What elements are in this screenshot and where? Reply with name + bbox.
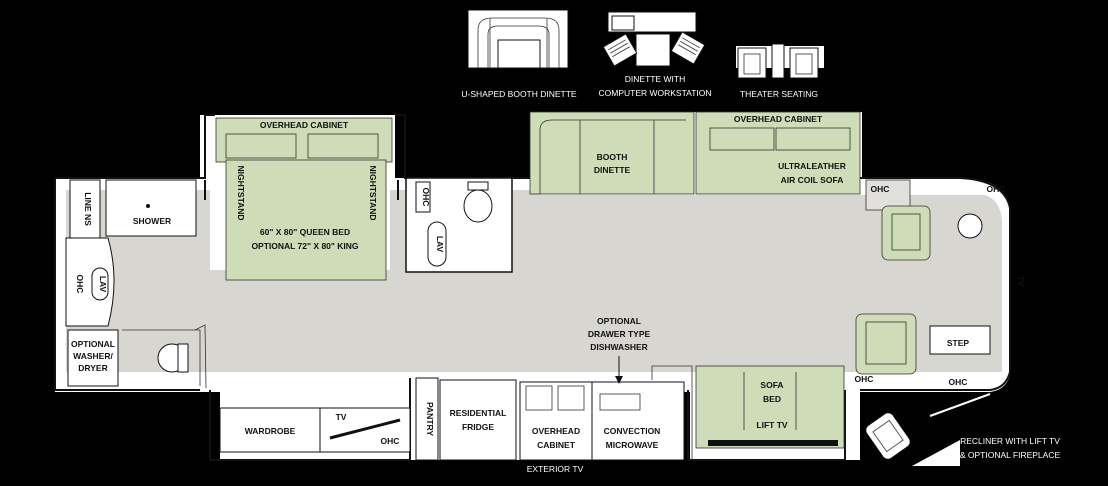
oc-label-1: OVERHEAD	[532, 426, 580, 436]
ohc-bath-label: OHC	[75, 275, 85, 294]
bed-label-1: 60" X 80" QUEEN BED	[260, 227, 350, 237]
option-recliner	[865, 393, 991, 466]
dinette-computer-label-1: DINETTE WITH	[625, 74, 685, 84]
step-label: STEP	[947, 338, 970, 348]
ohc-cockpit-left-label: OHC	[871, 184, 890, 194]
nightstand-right-label: NIGHTSTAND	[368, 165, 378, 220]
sofa-label-1: ULTRALEATHER	[778, 161, 846, 171]
micro-label-1: CONVECTION	[604, 426, 661, 436]
dinette-computer-label-2: COMPUTER WORKSTATION	[598, 88, 711, 98]
ohc-cockpit-bottom-right-label: OHC	[949, 377, 968, 387]
lav-bath-label: LAV	[98, 276, 108, 293]
fridge-label-2: FRIDGE	[462, 422, 494, 432]
bed-label-2: OPTIONAL 72" X 80" KING	[251, 241, 358, 251]
oc-label-2: CABINET	[537, 440, 576, 450]
overhead-cabinet-bed-label: OVERHEAD CABINET	[260, 120, 349, 130]
overhead-cabinet-sofa-label: OVERHEAD CABINET	[734, 114, 823, 124]
sofabed-label-2: BED	[763, 394, 781, 404]
washer-label-1: OPTIONAL	[71, 339, 115, 349]
option-theater	[736, 43, 824, 79]
lav-toilet-label: LAV	[435, 236, 445, 253]
dish-label-1: OPTIONAL	[597, 316, 641, 326]
tv-bed-label: TV	[336, 412, 347, 422]
fridge-label-1: RESIDENTIAL	[450, 408, 507, 418]
booth-label-1: BOOTH	[597, 152, 628, 162]
line-ns-label: LINE NS	[83, 192, 93, 226]
wardrobe-label: WARDROBE	[245, 426, 296, 436]
theater-label: THEATER SEATING	[740, 89, 818, 99]
washer-label-2: WASHER/	[73, 351, 113, 361]
ohc-cockpit-bottom-left-label: OHC	[855, 374, 874, 384]
nightstand-left-label: NIGHTSTAND	[236, 165, 246, 220]
sofabed-label-1: SOFA	[760, 380, 783, 390]
ohc-cockpit-right-label: OHC	[987, 184, 1006, 194]
u-booth-label: U-SHAPED BOOTH DINETTE	[461, 89, 577, 99]
recliner-label-2: & OPTIONAL FIREPLACE	[960, 450, 1061, 460]
ohc-wardrobe-label: OHC	[381, 436, 400, 446]
lift-tv-label: LIFT TV	[756, 420, 787, 430]
exterior-tv-label: EXTERIOR TV	[527, 464, 584, 474]
ohc-toilet-label: OHC	[421, 188, 431, 207]
option-dinette-computer	[602, 11, 706, 67]
option-u-booth	[467, 9, 569, 69]
micro-label-2: MICROWAVE	[606, 440, 659, 450]
dish-label-2: DRAWER TYPE	[588, 329, 651, 339]
shower-label: SHOWER	[133, 216, 171, 226]
recliner-label-1: RECLINER WITH LIFT TV	[960, 436, 1060, 446]
dish-label-3: DISHWASHER	[590, 342, 648, 352]
booth-label-2: DINETTE	[594, 165, 631, 175]
washer-label-3: DRYER	[78, 363, 107, 373]
tv-cockpit-label: TV	[1016, 276, 1026, 287]
sofa-label-2: AIR COIL SOFA	[781, 175, 844, 185]
pantry-label: PANTRY	[425, 402, 435, 436]
